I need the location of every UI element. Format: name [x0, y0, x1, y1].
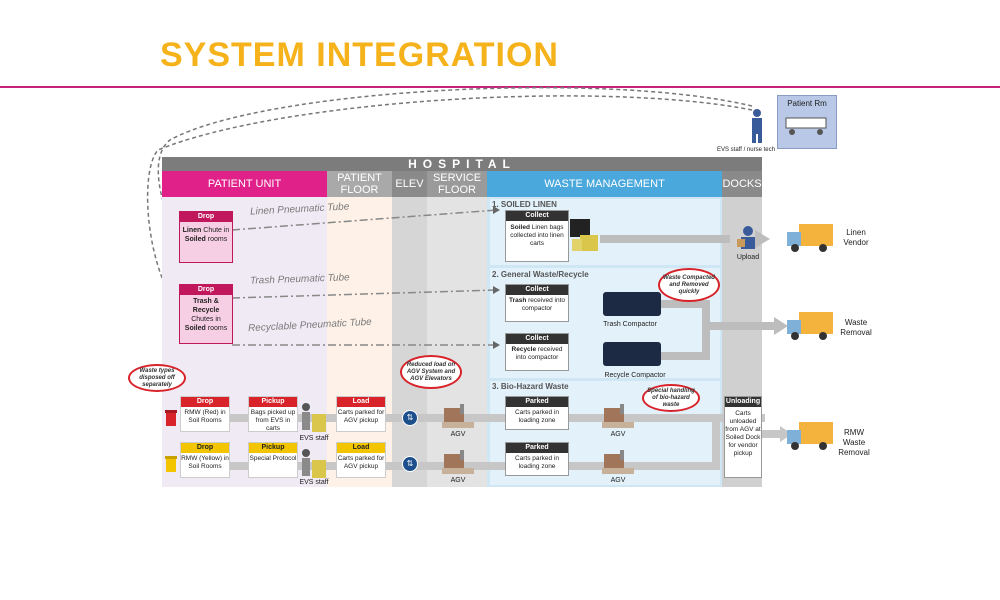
- collect-recycle-text: Recycle received into compactor: [511, 346, 563, 361]
- red-parked-card: Parked Carts parked in loading zone: [505, 396, 569, 430]
- patient-room-staff-label: EVS staff / nurse tech: [717, 147, 775, 153]
- rmw-truck-icon: [787, 422, 833, 450]
- drop-linen-card: Drop Linen Chute in Soiled rooms: [179, 211, 233, 263]
- page-title: SYSTEM INTEGRATION: [160, 36, 559, 74]
- yellow-parked-card: Parked Carts parked in loading zone: [505, 442, 569, 476]
- collect-recycle-tag: Collect: [506, 334, 568, 344]
- red-drop-card: Drop RMW (Red) in Soil Rooms: [180, 396, 230, 432]
- col-elev: ELEV: [392, 171, 427, 197]
- linen-truck-icon: [787, 224, 833, 252]
- red-pickup-card: Pickup Bags picked up from EVS in carts: [248, 396, 298, 432]
- rmw-waste-removal-label: RMW Waste Removal: [838, 428, 870, 457]
- section-bio-hazard: 3. Bio-Hazard Waste: [492, 382, 569, 391]
- linen-vendor-label: Linen Vendor: [843, 228, 869, 247]
- col-patient-floor: PATIENT FLOOR: [327, 171, 392, 197]
- yellow-parked-tag: Parked: [506, 443, 568, 453]
- patient-floor-band: [327, 197, 392, 487]
- red-evs-staff-icon: [302, 403, 326, 432]
- section-soiled-linen: 1. SOILED LINEN: [492, 200, 557, 209]
- trash-compactor-label: Trash Compactor: [603, 321, 657, 328]
- yellow-drop-tag: Drop: [181, 443, 229, 453]
- collect-trash-text: Trash received into compactor: [508, 297, 565, 312]
- yellow-pickup-tag: Pickup: [249, 443, 297, 453]
- yellow-drop-card: Drop RMW (Yellow) in Soil Rooms: [180, 442, 230, 478]
- elev-band: [392, 197, 427, 487]
- yellow-pickup-text: Special Protocol: [249, 455, 297, 462]
- waste-truck-icon: [787, 312, 833, 340]
- hospital-label: HOSPITAL: [162, 157, 762, 171]
- yellow-load-card: Load Carts parked for AGV pickup: [336, 442, 386, 478]
- drop-linen-tag: Drop: [180, 212, 232, 222]
- red-drop-tag: Drop: [181, 397, 229, 407]
- yellow-bin-icon: [165, 456, 177, 472]
- collect-trash-card: Collect Trash received into compactor: [505, 284, 569, 322]
- patient-room-box: Patient Rm: [777, 95, 837, 149]
- yellow-parked-text: Carts parked in loading zone: [514, 455, 560, 470]
- waste-removal-label: Waste Removal: [840, 318, 872, 337]
- yellow-agv1-label: AGV: [450, 477, 466, 484]
- yellow-agv2-icon: [602, 450, 634, 474]
- yellow-pickup-card: Pickup Special Protocol: [248, 442, 298, 478]
- red-pickup-tag: Pickup: [249, 397, 297, 407]
- drop-linen-text: Linen Chute in Soiled rooms: [182, 227, 230, 243]
- cloud-special-handling: Special handling of bio-hazard waste: [642, 384, 700, 412]
- yellow-agv2-label: AGV: [610, 477, 626, 484]
- cloud-reduced-load: Reduced load on AGV System and AGV Eleva…: [400, 355, 462, 389]
- red-bin-icon: [165, 410, 177, 426]
- linen-cart-icon: [570, 219, 598, 251]
- recycle-compactor-label: Recycle Compactor: [604, 372, 666, 379]
- drop-trash-tag: Drop: [180, 285, 232, 295]
- red-parked-tag: Parked: [506, 397, 568, 407]
- upload-worker-icon: [737, 226, 755, 249]
- yellow-staff-label: EVS staff: [299, 479, 329, 486]
- red-load-text: Carts parked for AGV pickup: [337, 409, 385, 424]
- red-agv1-icon: [442, 404, 474, 428]
- collect-linen-card: Collect Soiled Linen bags collected into…: [505, 210, 569, 262]
- yellow-elevator-icon: ⇅: [402, 456, 418, 472]
- yellow-evs-staff-icon: [302, 449, 326, 478]
- patient-room-label: Patient Rm: [787, 99, 827, 108]
- red-pickup-text: Bags picked up from EVS in carts: [250, 409, 296, 432]
- red-drop-text: RMW (Red) in Soil Rooms: [184, 409, 226, 424]
- col-docks: DOCKS: [722, 171, 762, 197]
- collect-linen-tag: Collect: [506, 211, 568, 221]
- red-agv2-icon: [602, 404, 634, 428]
- title-divider: [0, 86, 1000, 88]
- yellow-agv1-icon: [442, 450, 474, 474]
- unloading-text: Carts unloaded from AGV at Soiled Dock f…: [725, 410, 761, 457]
- red-load-tag: Load: [337, 397, 385, 407]
- collect-linen-text: Soiled Linen bags collected into linen c…: [510, 224, 564, 247]
- red-load-card: Load Carts parked for AGV pickup: [336, 396, 386, 432]
- col-service-floor: SERVICE FLOOR: [427, 171, 487, 197]
- red-agv1-label: AGV: [450, 431, 466, 438]
- red-staff-label: EVS staff: [299, 435, 329, 442]
- yellow-load-tag: Load: [337, 443, 385, 453]
- col-patient-unit: PATIENT UNIT: [162, 171, 327, 197]
- trash-compactor-icon: [603, 292, 661, 316]
- staff-person-icon: [752, 109, 762, 143]
- yellow-drop-text: RMW (Yellow) in Soil Rooms: [181, 455, 229, 470]
- red-agv2-label: AGV: [610, 431, 626, 438]
- cloud-compacted: Waste Compacted and Removed quickly: [658, 268, 720, 302]
- unloading-tag: Unloading: [725, 397, 761, 407]
- red-elevator-icon: ⇅: [402, 410, 418, 426]
- unloading-card: Unloading Carts unloaded from AGV at Soi…: [724, 396, 762, 478]
- patient-bed-icon: [785, 117, 827, 135]
- upload-label: Upload: [736, 254, 760, 261]
- recycle-compactor-icon: [603, 342, 661, 366]
- yellow-load-text: Carts parked for AGV pickup: [337, 455, 385, 470]
- red-parked-text: Carts parked in loading zone: [514, 409, 560, 424]
- service-floor-band: [427, 197, 487, 487]
- cloud-waste-types: Waste types disposed off separately: [128, 364, 186, 392]
- collect-recycle-card: Collect Recycle received into compactor: [505, 333, 569, 371]
- col-waste-management: WASTE MANAGEMENT: [487, 171, 722, 197]
- section-general-waste: 2. General Waste/Recycle: [492, 270, 589, 279]
- collect-trash-tag: Collect: [506, 285, 568, 295]
